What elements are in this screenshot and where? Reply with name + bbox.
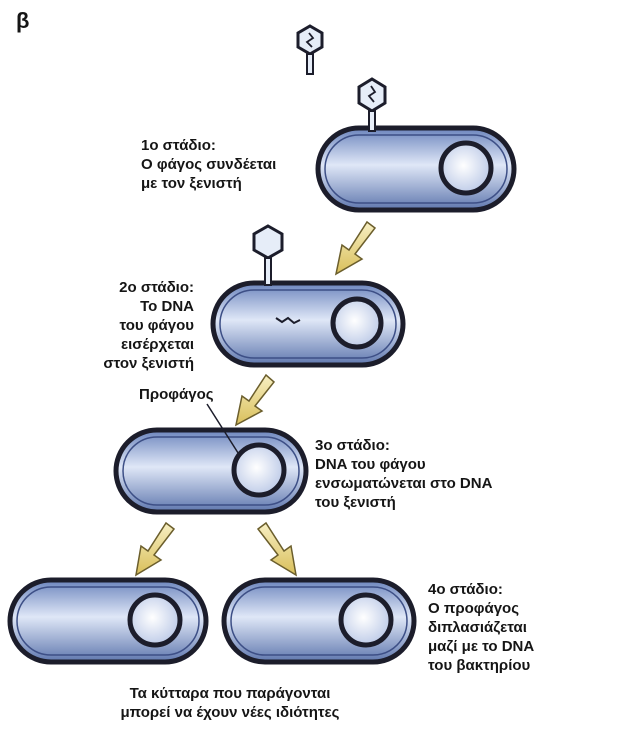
phage-tail [368,110,376,132]
caption-line: μπορεί να έχουν νέες ιδιότητες [120,704,340,721]
cell-inner-outline [219,289,397,359]
stage2-line: στον ξενιστή [103,355,194,372]
arrow-stage2-to-stage3 [234,373,276,427]
stage4-line: Ο προφάγος [428,600,520,617]
arrow-stage3-to-right-cell [256,521,298,577]
stage3-line: DNA του φάγου [315,456,426,473]
free-phage [296,24,324,75]
stage2-cell [210,280,406,368]
stage1-line: Ο φάγος συνδέεται [141,156,277,173]
phage-head [252,224,284,260]
stage3-title: 3ο στάδιο: [315,437,390,454]
panel-label: β [16,8,30,33]
phage-tail [264,257,272,286]
stage4-right-cell [221,577,417,665]
phage-dna-squiggle [305,32,315,48]
nucleoid [338,592,394,648]
empty-phage-stage2 [252,224,284,286]
stage4-title: 4ο στάδιο: [428,581,503,598]
nucleoid [127,592,183,648]
stage1-text: 1ο στάδιο: Ο φάγος συνδέεται με τον ξενι… [141,136,276,193]
stage2-line: Το DNA [140,298,194,315]
nucleoid [438,140,494,196]
stage3-text: 3ο στάδιο: DNA του φάγου ενσωματώνεται σ… [315,436,492,512]
stage2-line: του φάγου [119,317,194,334]
stage2-text: 2ο στάδιο: Το DNA του φάγου εισέρχεται σ… [90,278,194,373]
attached-phage-stage1 [357,77,387,132]
stage1-title: 1ο στάδιο: [141,137,216,154]
stage1-cell [315,125,517,213]
cell-inner-outline [230,586,408,656]
nucleoid [330,296,384,350]
arrow-stage1-to-stage2 [334,220,377,276]
cell-inner-outline [324,134,508,204]
stage2-line: εισέρχεται [120,336,194,353]
stage3-line: του ξενιστή [315,494,396,511]
cell-inner-outline [16,586,200,656]
stage4-line: διπλασιάζεται [428,619,527,636]
prophage-pointer-line [206,403,241,457]
stage4-left-cell [7,577,209,665]
prophage-label: Προφάγος [139,386,214,403]
stage3-cell [113,427,309,515]
stage4-line: του βακτηρίου [428,657,531,674]
arrow-stage3-to-left-cell [134,521,176,577]
stage1-line: με τον ξενιστή [141,175,242,192]
caption-line: Τα κύτταρα που παράγονται [129,685,331,702]
stage4-text: 4ο στάδιο: Ο προφάγος διπλασιάζεται μαζί… [428,580,534,675]
phage-tail [306,53,314,75]
stage2-title: 2ο στάδιο: [119,279,194,296]
nucleoid [231,442,287,498]
phage-dna-squiggle [367,85,377,103]
stage3-line: ενσωματώνεται στο DNA [315,475,493,492]
stage4-line: μαζί με το DNA [428,638,535,655]
phage-dna-injected [275,316,301,325]
caption: Τα κύτταρα που παράγονται μπορεί να έχου… [80,684,380,722]
cell-inner-outline [122,436,300,506]
